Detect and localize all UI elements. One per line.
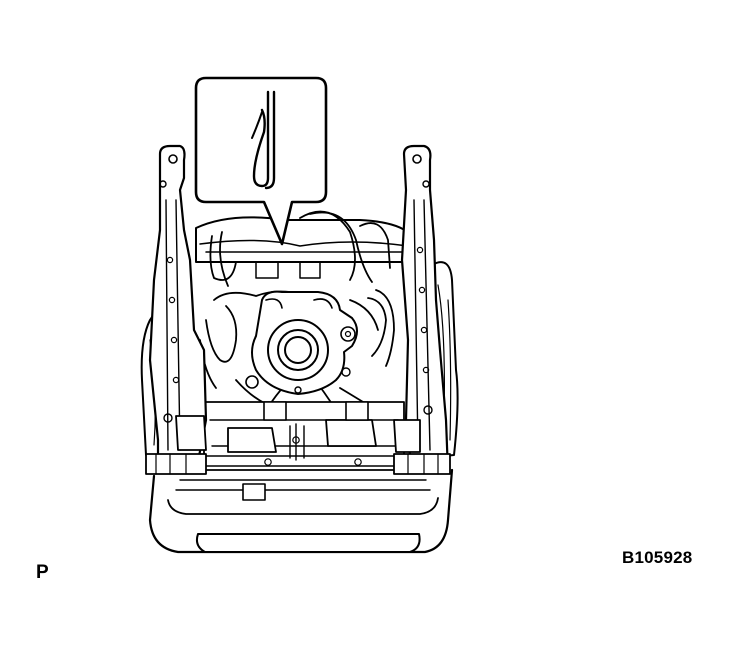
figure-id-label: B105928 bbox=[622, 548, 693, 567]
view-code-label: P bbox=[36, 562, 49, 583]
lower-mechanism bbox=[179, 401, 421, 471]
lifter-motor-assembly bbox=[245, 290, 358, 395]
clip-detail-callout bbox=[194, 76, 328, 246]
seat-pan-bottom bbox=[148, 468, 454, 554]
clip-icon bbox=[251, 90, 276, 190]
left-rail bbox=[145, 144, 208, 475]
right-rail bbox=[393, 144, 451, 475]
